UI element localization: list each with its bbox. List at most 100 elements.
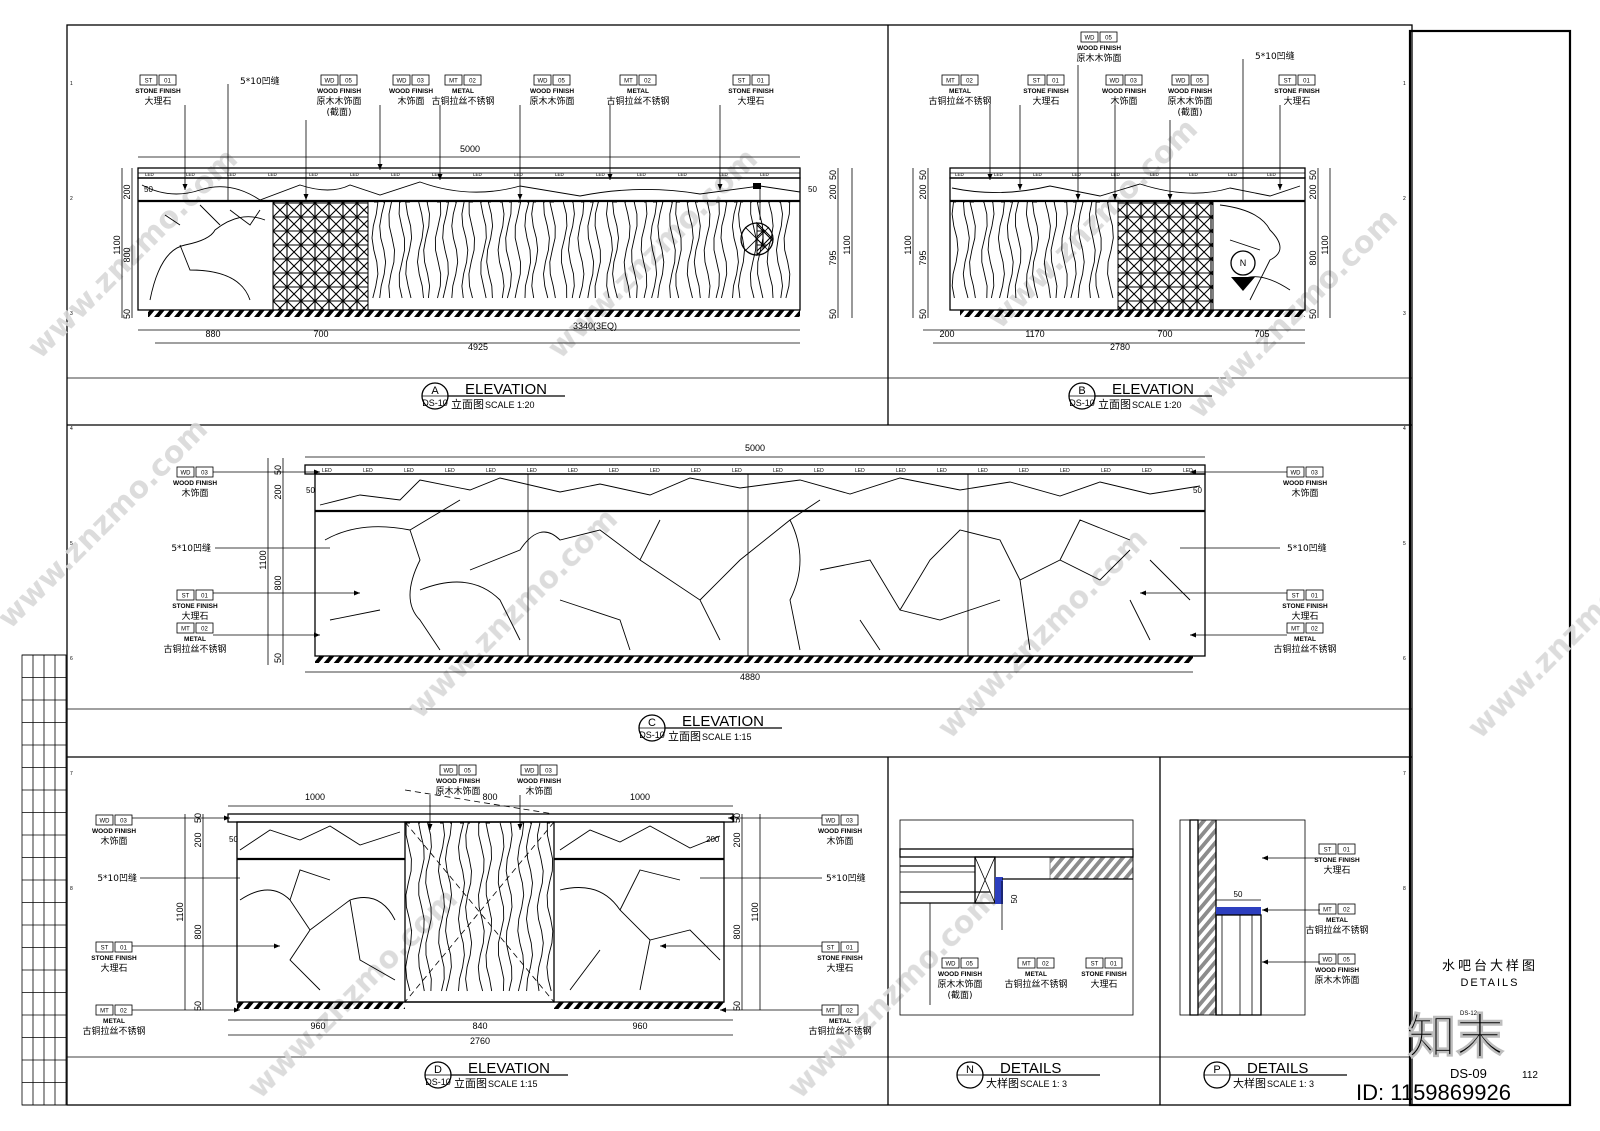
tag-material-en: METAL xyxy=(949,88,971,95)
view-heading: ELEVATION xyxy=(465,381,547,398)
title-block: 水吧台大样图 DETAILS DS-12 DS-09 112 xyxy=(1442,959,1538,1081)
tag-material-en: STONE FINISH xyxy=(817,955,863,962)
tag-material-en: STONE FINISH xyxy=(1314,857,1360,864)
dim-text: 200 xyxy=(732,832,742,847)
leader-arrow xyxy=(720,1007,726,1013)
led-label: LED xyxy=(855,468,865,474)
dim-text: 960 xyxy=(310,1021,325,1031)
leader-arrow xyxy=(987,174,993,180)
leader-arrow xyxy=(660,943,666,949)
leader-arrow xyxy=(1140,590,1146,596)
dim-text: 3340(3EQ) xyxy=(573,321,617,331)
dim-text: 795 xyxy=(828,250,838,265)
dim-text: 2760 xyxy=(470,1036,490,1046)
leader-arrow xyxy=(1190,632,1196,638)
view-heading-cn: 立面图 xyxy=(1098,397,1131,411)
grid-number: 8 xyxy=(70,886,73,892)
tag-number: 01 xyxy=(1303,79,1310,85)
groove-note: 5*10凹缝 xyxy=(1255,50,1295,62)
view-scale: SCALE 1:15 xyxy=(702,732,752,742)
led-label: LED xyxy=(609,468,619,474)
tag-material-en: METAL xyxy=(1025,971,1047,978)
led-label: LED xyxy=(937,468,947,474)
dim-text: 50 xyxy=(1308,309,1318,319)
tag-number: 03 xyxy=(1130,79,1137,85)
dim-text: 800 xyxy=(482,792,497,802)
tag-material-en: WOOD FINISH xyxy=(92,828,136,835)
dim-text: 800 xyxy=(193,924,203,939)
dim-text: 200 xyxy=(706,835,720,844)
led-label: LED xyxy=(1150,172,1160,177)
leader-arrow xyxy=(1167,194,1173,200)
led-label: LED xyxy=(719,172,729,177)
leader-arrow xyxy=(1262,959,1268,965)
tag-number: 03 xyxy=(545,769,552,775)
tag-material-en: WOOD FINISH xyxy=(1283,480,1327,487)
tag-material-en: WOOD FINISH xyxy=(436,778,480,785)
tag-code: ST xyxy=(1324,848,1332,854)
dim-text: 700 xyxy=(313,329,328,339)
led-label: LED xyxy=(814,468,824,474)
leader-arrow xyxy=(1017,184,1023,190)
drawing-number: DS-09 xyxy=(1450,1066,1487,1081)
tag-material-sub: (截面) xyxy=(1177,106,1202,118)
grid-number: 3 xyxy=(70,311,73,317)
dim-text: 50 xyxy=(1308,170,1318,180)
tag-material-cn: 古铜拉丝不锈钢 xyxy=(82,1025,145,1037)
view-letter: A xyxy=(431,385,439,397)
led-label: LED xyxy=(227,172,237,177)
leader-arrow xyxy=(1262,855,1268,861)
base-hatch xyxy=(554,1002,724,1009)
dim-text: 50 xyxy=(229,835,238,844)
tag-number: 03 xyxy=(846,819,853,825)
grid-number: 1 xyxy=(1403,81,1406,87)
tag-material-en: WOOD FINISH xyxy=(938,971,982,978)
dim-text: 50 xyxy=(918,309,928,319)
grid-number: 2 xyxy=(70,196,73,202)
view-scale: SCALE 1:15 xyxy=(488,1079,538,1089)
tag-number: 05 xyxy=(464,769,471,775)
tag-material-cn: 原木木饰面 xyxy=(529,95,574,107)
tag-code: ST xyxy=(145,79,153,85)
tag-material-cn: 古铜拉丝不锈钢 xyxy=(606,95,669,107)
groove-label: 5*10凹缝 xyxy=(1255,50,1295,62)
tag-material-cn: 原木木饰面 xyxy=(316,95,361,107)
dim-text: 50 xyxy=(273,653,283,663)
tag-material-cn: 木饰面 xyxy=(1110,95,1137,107)
view-heading: DETAILS xyxy=(1000,1060,1061,1077)
tag-code: MT xyxy=(100,1009,109,1015)
view-scale: SCALE 1: 3 xyxy=(1020,1079,1067,1089)
tag-code: MT xyxy=(449,79,458,85)
view-ref: DS-10 xyxy=(1069,398,1095,408)
view-letter: N xyxy=(966,1064,974,1076)
tag-material-cn: 木饰面 xyxy=(397,95,424,107)
leader-arrow xyxy=(303,194,309,200)
view-ref: DS-10 xyxy=(422,398,448,408)
dim-text: 50 xyxy=(918,170,928,180)
dim-text: 200 xyxy=(193,832,203,847)
led-label: LED xyxy=(404,468,414,474)
view-heading: DETAILS xyxy=(1247,1060,1308,1077)
tag-material-en: WOOD FINISH xyxy=(818,828,862,835)
tag-material-cn: 原木木饰面 xyxy=(1076,52,1121,64)
dim-text: 705 xyxy=(1254,329,1269,339)
grid-number: 6 xyxy=(70,656,73,662)
tag-code: WD xyxy=(1323,958,1334,964)
tag-number: 01 xyxy=(201,594,208,600)
base-hatch xyxy=(315,656,1193,663)
tag-number: 03 xyxy=(201,471,208,477)
